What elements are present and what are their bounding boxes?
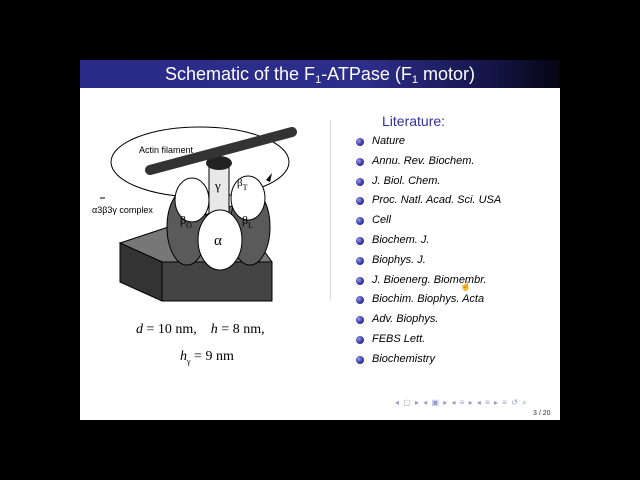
dimensions-equation: d = 10 nm, h = 8 nm, <box>136 322 265 337</box>
beta-l-label: βL <box>242 213 253 230</box>
list-item: J. Biol. Chem. <box>356 172 501 192</box>
bullet-icon <box>356 335 364 344</box>
bullet-icon <box>356 316 364 325</box>
page-number: 3 / 20 <box>533 410 551 417</box>
alpha-subunit <box>197 209 243 271</box>
divider <box>330 120 331 300</box>
list-item: Biochemistry <box>356 350 501 370</box>
bullet-icon <box>356 296 364 305</box>
back-subunit <box>174 177 210 223</box>
rotation-arrow <box>266 173 272 182</box>
actin-filament <box>145 127 297 175</box>
bullet-icon <box>356 197 364 206</box>
beamer-navigation[interactable]: ◂ ▢ ▸ ◂ ▣ ▸ ◂ ≡ ▸ ◂ ≡ ▸ ≡ ↺ ⌕ <box>395 398 528 407</box>
actin-label: Actin filament <box>139 145 194 155</box>
list-item: Biochim. Biophys. Acta <box>356 290 501 310</box>
list-item: Adv. Biophys. <box>356 310 501 330</box>
list-item: Biophys. J. <box>356 251 501 271</box>
bullet-icon <box>356 138 364 146</box>
bullet-icon <box>356 256 364 265</box>
list-item: Biochem. J. <box>356 231 501 251</box>
title-bar: Schematic of the F1-ATPase (F1 motor) <box>80 60 560 88</box>
bullet-icon <box>356 177 364 186</box>
alpha-label: α <box>214 233 222 249</box>
shaft-cap <box>206 156 232 170</box>
bullet-icon <box>356 276 364 285</box>
beta-t-label: βT <box>237 177 248 192</box>
list-item: FEBS Lett. <box>356 330 501 350</box>
bullet-icon <box>356 157 364 166</box>
list-item: Annu. Rev. Biochem. <box>356 152 501 172</box>
hand-cursor-icon: ☝ <box>460 281 472 291</box>
slide-title: Schematic of the F1-ATPase (F1 motor) <box>164 64 476 86</box>
gamma-height-equation: hγ = 9 nm <box>180 349 234 366</box>
list-item: Cell <box>356 211 501 231</box>
slide: Schematic of the F1-ATPase (F1 motor) Ac… <box>80 60 560 420</box>
beta-t-subunit <box>230 175 266 221</box>
list-item: Proc. Natl. Acad. Sci. USA <box>356 191 501 211</box>
bullet-icon <box>356 355 364 364</box>
list-item: Nature <box>356 132 501 152</box>
beta-o-label: βO <box>180 213 192 230</box>
complex-label: α3β3γ complex <box>92 205 153 215</box>
bullet-icon <box>356 236 364 245</box>
membrane-plate-side <box>119 242 163 302</box>
gamma-label: γ <box>214 178 221 193</box>
literature-list: Nature Annu. Rev. Biochem. J. Biol. Chem… <box>356 132 501 370</box>
bullet-icon <box>356 217 364 226</box>
list-item: J. Bioenerg. Biomembr. <box>356 271 501 291</box>
f1-atpase-schematic: Actin filament α3β3γ complex γ βT βO βL … <box>92 126 297 302</box>
literature-heading: Literature: <box>382 113 446 129</box>
